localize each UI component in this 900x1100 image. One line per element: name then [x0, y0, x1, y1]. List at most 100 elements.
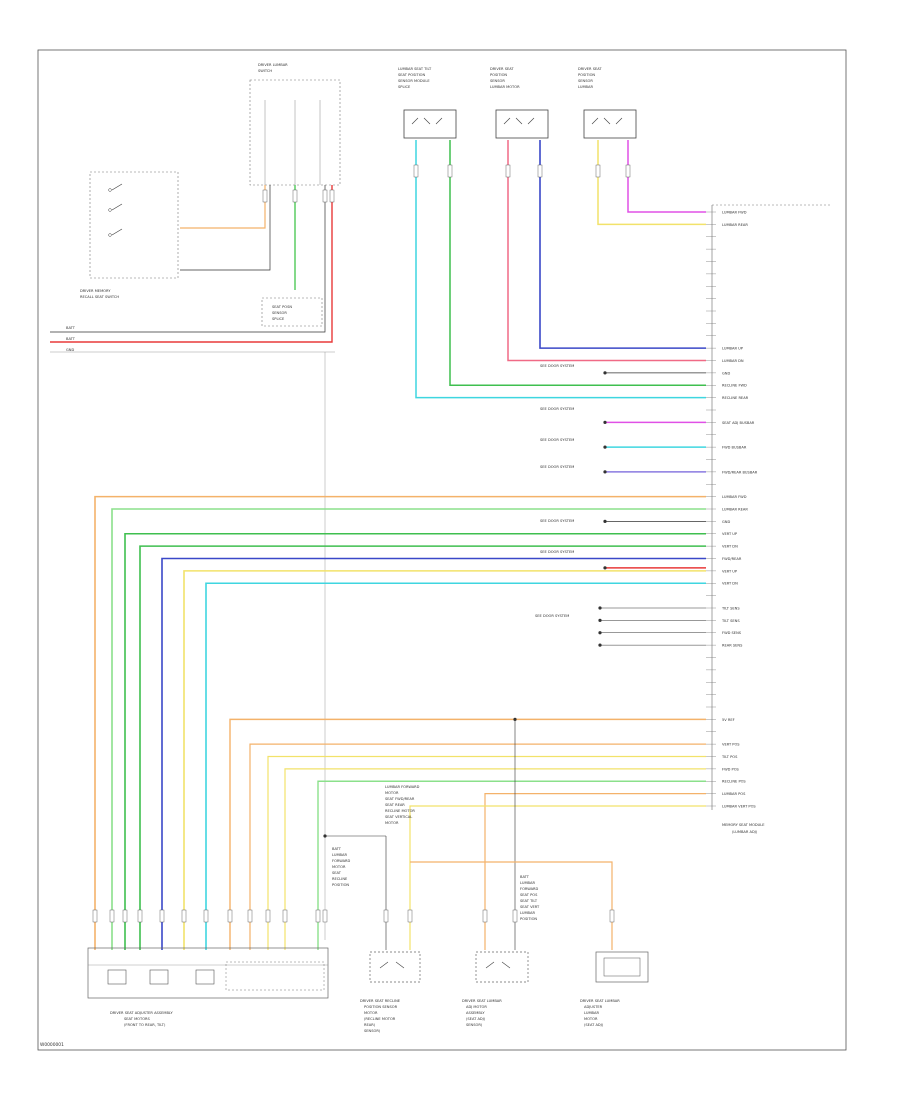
- splice-dot: [603, 420, 607, 424]
- splice-dot: [603, 445, 607, 449]
- splice-dot: [598, 643, 602, 647]
- svg-text:SENSOR: SENSOR: [272, 311, 287, 315]
- module-label-1: MEMORY SEAT MODULE: [722, 823, 765, 827]
- wire-adjuster: [94, 495, 706, 950]
- module-pin-label: LUMBAR REAR: [722, 223, 748, 227]
- svg-text:DRIVER SEAT: DRIVER SEAT: [578, 67, 602, 71]
- connector-stub: [512, 909, 518, 923]
- annotation-2: SEE DOOR SYSTEM: [540, 407, 574, 411]
- svg-text:DRIVER SEAT ADJUSTER ASSEMBLY: DRIVER SEAT ADJUSTER ASSEMBLY: [110, 1011, 173, 1015]
- wire-adjuster: [161, 557, 706, 950]
- svg-text:ADJUSTER: ADJUSTER: [584, 1005, 603, 1009]
- recline-position-sensor: DRIVER SEAT RECLINE POSITION SENSOR MOTO…: [360, 951, 421, 1033]
- input-label-2: BATT: [66, 337, 76, 341]
- svg-text:SPLICE: SPLICE: [272, 317, 285, 321]
- module-pin-label: SEAT ADJ BUSBAR: [722, 421, 755, 425]
- module-pin-label: VERT POS: [722, 743, 740, 747]
- svg-text:SEAT POSN: SEAT POSN: [272, 305, 292, 309]
- svg-text:POSITION: POSITION: [578, 73, 595, 77]
- note-line: BATT: [520, 875, 530, 879]
- wire-blue: [539, 140, 706, 349]
- connector-stub: [329, 189, 335, 203]
- svg-text:LUMBAR SEAT TILT: LUMBAR SEAT TILT: [398, 67, 432, 71]
- wire-layer: [50, 140, 706, 950]
- note-line: LUMBAR: [520, 911, 535, 915]
- module-pin-label: GND: [722, 371, 730, 375]
- annotation-5: SEE DOOR SYSTEM: [540, 519, 574, 523]
- module-label-2: (LUMBAR ADJ): [732, 830, 758, 834]
- note-line: FORWARD: [332, 859, 351, 863]
- svg-text:SENSOR): SENSOR): [364, 1029, 381, 1033]
- connector-stub: [447, 164, 453, 178]
- module-pin-label: REAR SENS: [722, 644, 743, 648]
- connector-stub: [407, 909, 413, 923]
- note-line: LUMBAR: [332, 853, 347, 857]
- connector-stub: [109, 909, 115, 923]
- svg-text:DRIVER SEAT LUMBAR: DRIVER SEAT LUMBAR: [580, 999, 620, 1003]
- wire-adjuster: [111, 508, 706, 950]
- wire-cyan: [415, 140, 706, 399]
- connector-stub: [203, 909, 209, 923]
- svg-text:SENSOR): SENSOR): [466, 1023, 483, 1027]
- note-line: SEAT VERTICAL: [385, 815, 412, 819]
- svg-text:(RECLINE MOTOR: (RECLINE MOTOR: [364, 1017, 396, 1021]
- connector-stub: [322, 909, 328, 923]
- connector-stub: [262, 189, 268, 203]
- module-pin-label: LUMBAR DN: [722, 359, 744, 363]
- wire-recline-pos: [317, 780, 706, 950]
- note-line: SEAT: [332, 871, 342, 875]
- svg-text:(FRONT TO REAR, TILT): (FRONT TO REAR, TILT): [124, 1023, 166, 1027]
- lumbar-adj-motor: DRIVER SEAT LUMBAR ADJ MOTOR ASSEMBLY (S…: [462, 951, 529, 1027]
- note-line: LUMBAR FORWARD: [385, 785, 420, 789]
- splice-dot: [603, 519, 607, 523]
- lumbar-adjuster-motor: DRIVER SEAT LUMBAR ADJUSTER LUMBAR MOTOR…: [580, 951, 649, 1027]
- svg-text:DRIVER LUMBAR: DRIVER LUMBAR: [258, 63, 288, 67]
- connector-stub: [265, 909, 271, 923]
- wire-tilt-pos: [267, 755, 706, 950]
- module-pin-label: TILT SENS: [721, 606, 740, 610]
- annotation-1: SEE DOOR SYSTEM: [540, 364, 574, 368]
- input-label-3: GND: [66, 348, 74, 352]
- seat-adjuster-assembly: DRIVER SEAT ADJUSTER ASSEMBLY SEAT MOTOR…: [87, 947, 329, 1027]
- splice-dot: [603, 566, 607, 570]
- wire-batt: [50, 185, 326, 333]
- module-pin-label: RECLINE REAR: [722, 396, 749, 400]
- svg-text:RECALL SEAT SWITCH: RECALL SEAT SWITCH: [80, 295, 119, 299]
- wire-green: [449, 140, 706, 386]
- module-pin-label: GND: [722, 520, 730, 524]
- wire-red: [50, 185, 333, 343]
- module-pin-label: VERT UP: [722, 532, 738, 536]
- svg-text:DRIVER SEAT RECLINE: DRIVER SEAT RECLINE: [360, 999, 401, 1003]
- connector-stub: [247, 909, 253, 923]
- connector-stub: [595, 164, 601, 178]
- connector-stub: [92, 909, 98, 923]
- note-line: SEAT TILT: [520, 899, 538, 903]
- input-label-1: BATT: [66, 326, 76, 330]
- footer-id: W0000001: [40, 1042, 64, 1048]
- svg-text:MOTOR: MOTOR: [584, 1017, 598, 1021]
- wire-adjuster: [139, 545, 706, 950]
- svg-text:SWITCH: SWITCH: [258, 69, 272, 73]
- splice-dot: [603, 470, 607, 474]
- module-pin-label: FWD/REAR BUSBAR: [722, 470, 758, 474]
- wire-lumbar-vert: [409, 805, 706, 950]
- svg-text:SENSOR MODULE: SENSOR MODULE: [398, 79, 430, 83]
- svg-text:SPLICE: SPLICE: [398, 85, 411, 89]
- note-line: FORWARD: [520, 887, 539, 891]
- connector-stub: [609, 909, 615, 923]
- memory-recall-switch: DRIVER MEMORY RECALL SEAT SWITCH: [80, 171, 179, 299]
- note-line: RECLINE MOTOR: [385, 809, 415, 813]
- module-pin-label: VERT DN: [722, 582, 738, 586]
- annotation-7: SEE DOOR SYSTEM: [535, 614, 569, 618]
- svg-text:SEAT POSITION: SEAT POSITION: [398, 73, 425, 77]
- seat-posn-splice: SEAT POSN SENSOR SPLICE: [261, 297, 323, 327]
- note-line: POSITION: [520, 917, 537, 921]
- connector-stub: [227, 909, 233, 923]
- connector-stub: [292, 189, 298, 203]
- connector-stub: [322, 189, 328, 203]
- connector-stub: [383, 909, 389, 923]
- svg-text:DRIVER MEMORY: DRIVER MEMORY: [80, 289, 111, 293]
